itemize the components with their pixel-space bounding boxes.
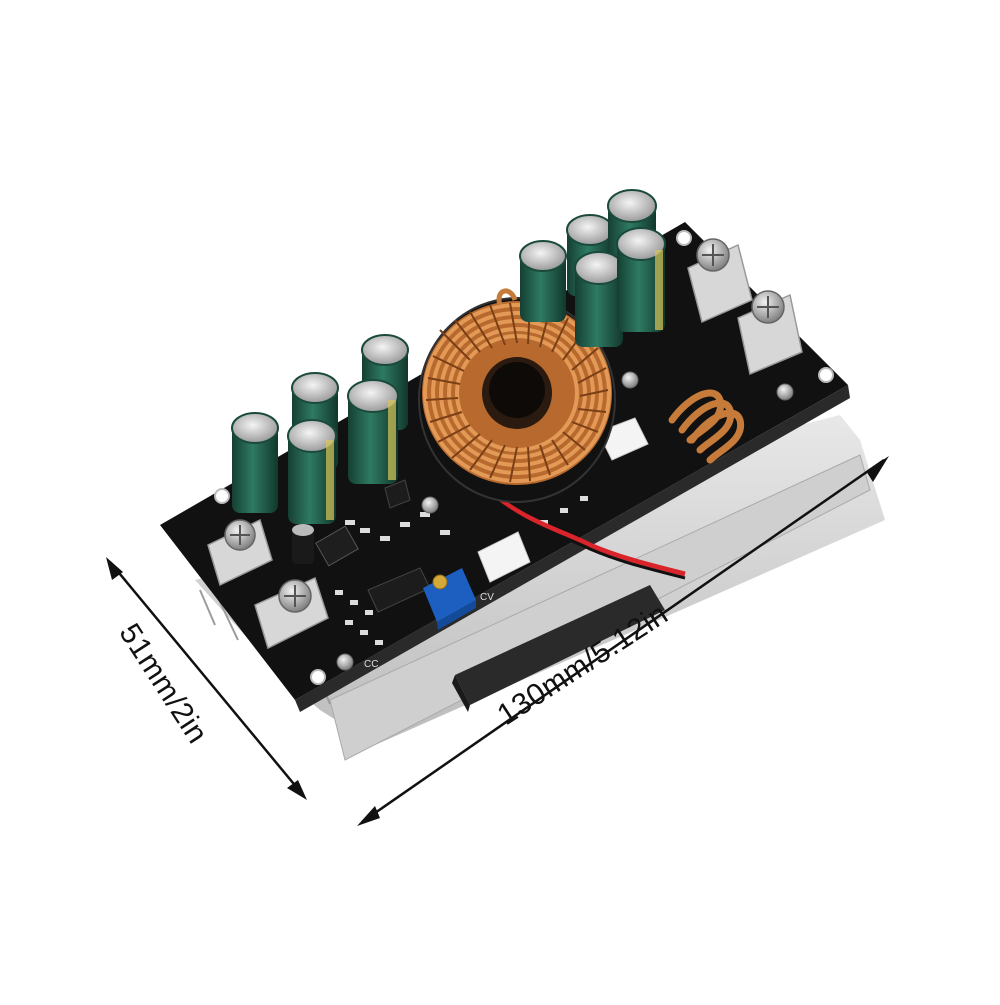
capacitor (574, 251, 624, 347)
input-terminal-block (207, 518, 329, 650)
capacitor (231, 412, 279, 513)
silkscreen-cv-label: CV (480, 592, 494, 603)
board-screws (336, 371, 794, 671)
small-capacitor (292, 524, 314, 564)
cooling-fan (452, 585, 665, 712)
height-dimension-arrow (106, 557, 307, 800)
silkscreen-cc-label: CC (364, 659, 378, 670)
width-dimension-arrow (357, 456, 889, 826)
toroidal-inductor (418, 288, 616, 503)
capacitor-group-right (519, 189, 666, 347)
capacitor (287, 419, 337, 524)
small-inductor (315, 525, 359, 567)
capacitor (347, 379, 399, 484)
capacitor (519, 240, 567, 322)
output-terminal-block (687, 238, 803, 376)
capacitor-group-left (231, 334, 409, 524)
ic-chip (367, 479, 431, 613)
copper-shunt-coil (668, 389, 745, 464)
capacitor (616, 227, 666, 332)
smd-components (335, 496, 588, 645)
potentiometer (423, 568, 476, 630)
mounting-holes (214, 230, 834, 685)
